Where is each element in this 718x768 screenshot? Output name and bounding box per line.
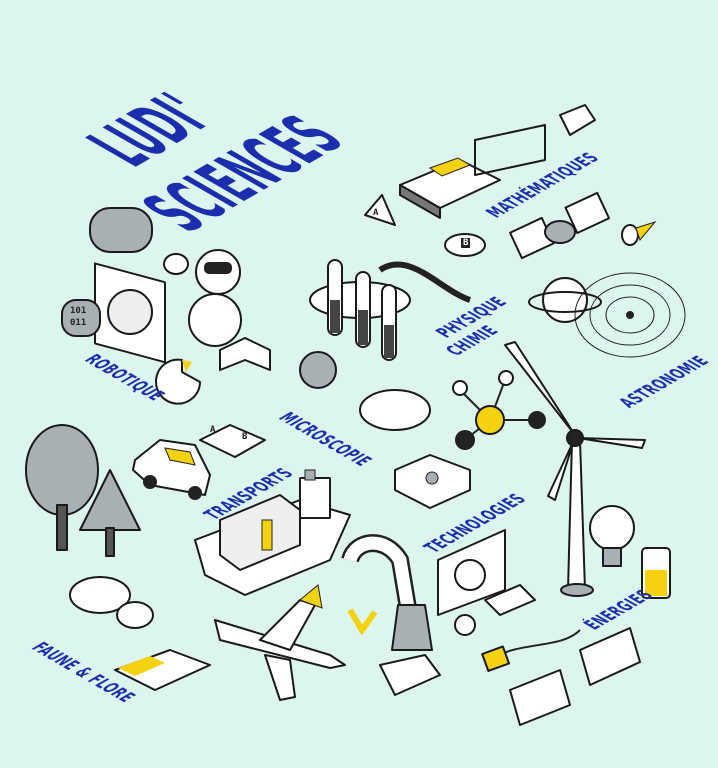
- block-a-letter: A: [373, 208, 379, 218]
- tag-b-letter: B: [242, 432, 248, 442]
- molecule-illustration: [452, 370, 546, 450]
- fauna-flora-illustration: [69, 576, 211, 691]
- wind-turbine-illustration: [504, 341, 646, 597]
- technology-illustration: [341, 529, 536, 696]
- car-illustration: [132, 424, 266, 500]
- plane-illustration: [214, 584, 346, 701]
- chemistry-illustration: [309, 259, 472, 361]
- tag-a-letter: A: [210, 425, 216, 435]
- binary-line-2: 011: [70, 318, 87, 328]
- trees-illustration: [25, 424, 141, 557]
- energy-illustration: [481, 505, 671, 726]
- microscopy-illustration: [299, 351, 431, 431]
- ship-illustration: [194, 469, 351, 596]
- robotics-illustration: [61, 207, 271, 405]
- binary-line-1: 101: [70, 306, 87, 316]
- astronomy-illustration: [509, 191, 686, 358]
- block-b-letter: B: [461, 238, 471, 248]
- math-illustration: [364, 104, 596, 257]
